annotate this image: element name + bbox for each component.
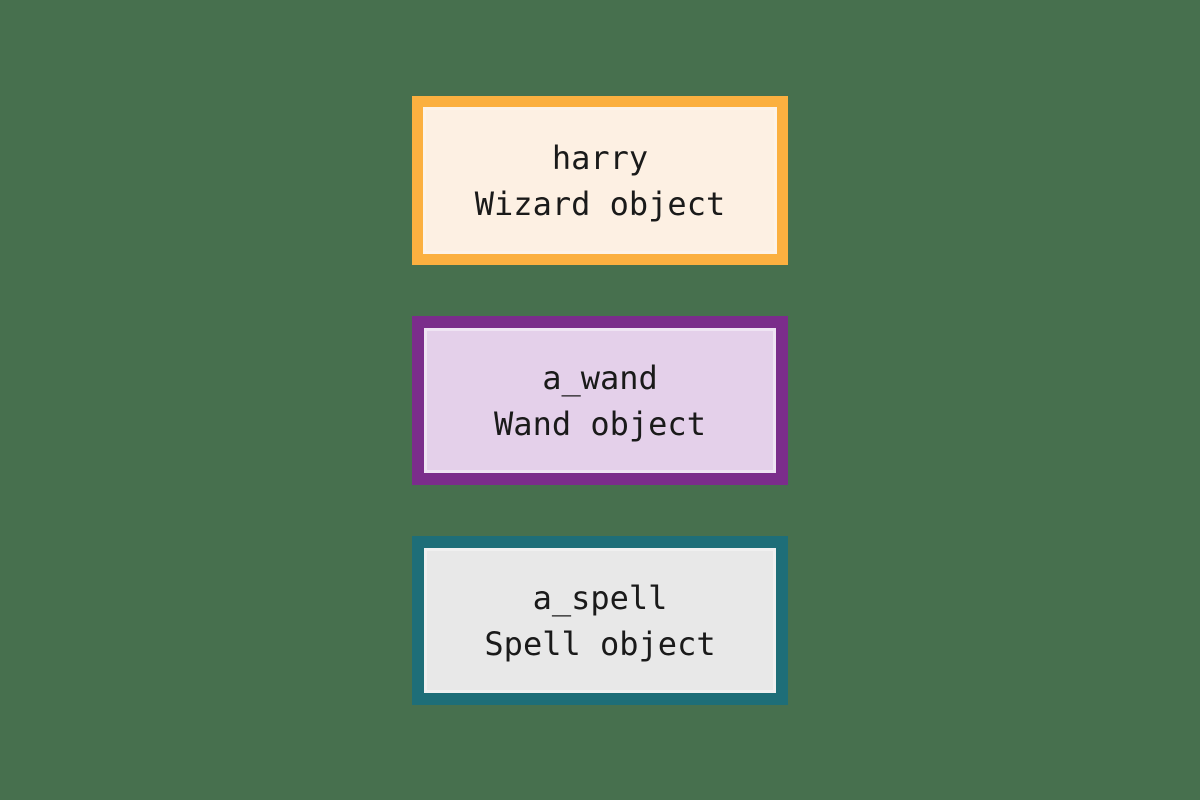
object-type-label: Wizard object bbox=[474, 184, 726, 223]
object-box-harry-body: harry Wizard object bbox=[423, 107, 777, 254]
object-box-a-wand[interactable]: a_wand Wand object bbox=[412, 316, 788, 485]
object-type-label: Wand object bbox=[494, 404, 706, 443]
object-name-label: harry bbox=[551, 138, 649, 177]
object-box-a-spell-body: a_spell Spell object bbox=[424, 548, 776, 693]
object-name-label: a_wand bbox=[542, 358, 658, 397]
object-box-a-wand-body: a_wand Wand object bbox=[424, 328, 776, 473]
object-name-label: a_spell bbox=[532, 578, 668, 617]
object-type-label: Spell object bbox=[484, 624, 716, 663]
object-box-a-spell[interactable]: a_spell Spell object bbox=[412, 536, 788, 705]
object-box-harry[interactable]: harry Wizard object bbox=[412, 96, 788, 265]
